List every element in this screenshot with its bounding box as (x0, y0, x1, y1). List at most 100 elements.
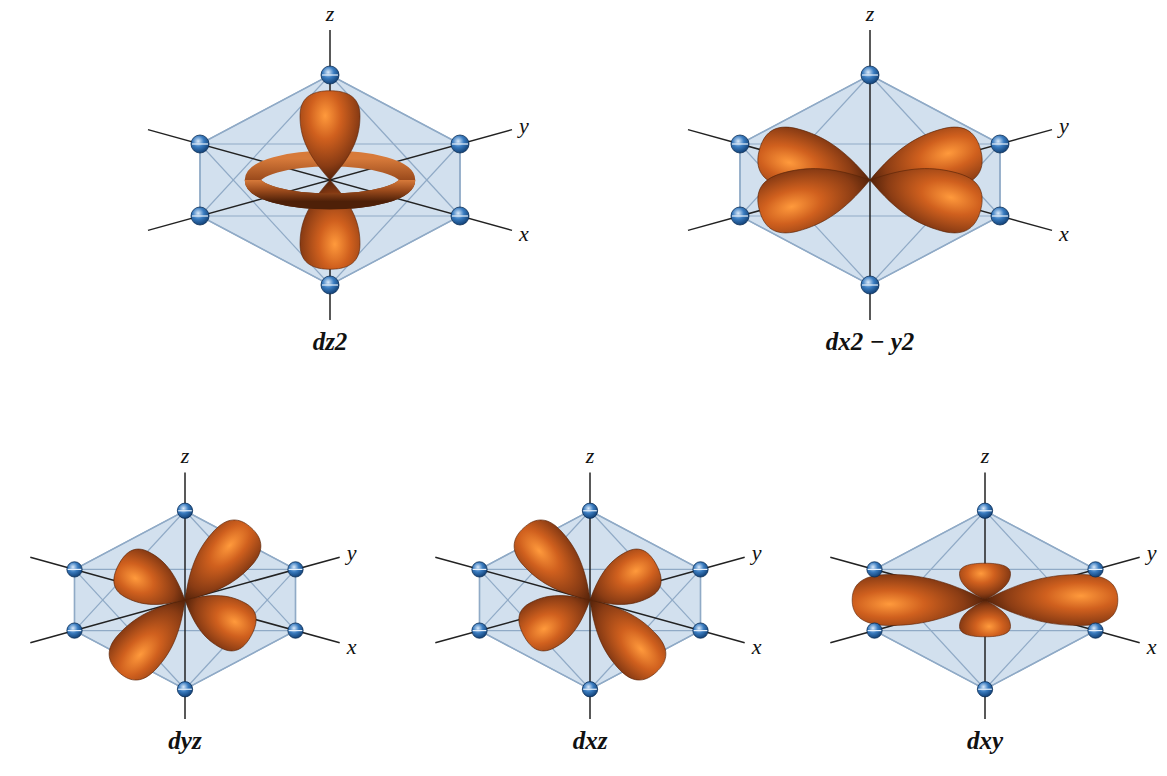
orbital-lobe (960, 600, 1011, 637)
ligand-sphere (67, 562, 82, 577)
axis-label: y (1059, 114, 1069, 138)
ligand-band (694, 569, 708, 570)
orbital-label: dxy (967, 727, 1003, 755)
orbital-label: dxz (573, 727, 608, 755)
axis-label: x (1147, 635, 1157, 659)
ligand-sphere (1088, 562, 1103, 577)
ligand-sphere (451, 135, 469, 153)
ligand-sphere (177, 682, 192, 697)
ligand-band (978, 510, 992, 511)
ligand-band (732, 143, 748, 144)
orbital-panel (688, 30, 1052, 320)
ligand-sphere (177, 503, 192, 518)
ligand-sphere (1088, 623, 1103, 638)
ligand-band (68, 630, 82, 631)
ligand-band (868, 569, 882, 570)
ligand-sphere (693, 623, 708, 638)
ligand-band (322, 74, 338, 75)
ligand-band (992, 143, 1008, 144)
ligand-sphere (731, 135, 749, 153)
ligand-band (1089, 569, 1103, 570)
ligand-sphere (861, 276, 879, 294)
torus-ring (253, 180, 408, 201)
ligand-band (452, 143, 468, 144)
axis-label: x (347, 635, 357, 659)
ligand-sphere (731, 207, 749, 225)
orbital-label: dx2 − y2 (826, 328, 915, 356)
orbital-lobe (578, 542, 668, 622)
ligand-sphere (321, 276, 339, 294)
ligand-band (992, 215, 1008, 216)
axis-label: z (866, 2, 875, 26)
ligand-sphere (991, 135, 1009, 153)
ligand-sphere (288, 623, 303, 638)
ligand-band (1089, 630, 1103, 631)
octahedron-edge (985, 511, 1096, 570)
orbital-panel (830, 473, 1139, 720)
orbital-panel (148, 30, 512, 320)
ligand-band (289, 569, 303, 570)
ligand-sphere (867, 623, 882, 638)
orbital-panel (435, 473, 744, 720)
ligand-band (694, 630, 708, 631)
ligand-band (862, 74, 878, 75)
octahedron-edge (985, 631, 1096, 690)
ligand-band (583, 689, 597, 690)
ligand-sphere (191, 207, 209, 225)
ligand-sphere (977, 503, 992, 518)
ligand-sphere (472, 562, 487, 577)
ligand-band (978, 689, 992, 690)
ligand-band (868, 630, 882, 631)
orbital-lobe (862, 151, 989, 239)
ligand-sphere (472, 623, 487, 638)
axis-label: z (181, 444, 190, 468)
ligand-sphere (288, 562, 303, 577)
ligand-sphere (861, 66, 879, 84)
orbital-label: dz2 (313, 328, 348, 356)
ligand-band (452, 215, 468, 216)
axis-label: y (347, 541, 357, 565)
orbital-panel (30, 473, 339, 720)
axis-label: x (752, 635, 762, 659)
axis-label: z (326, 2, 335, 26)
ligand-sphere (977, 682, 992, 697)
ligand-band (322, 284, 338, 285)
ligand-sphere (582, 682, 597, 697)
ligand-band (289, 630, 303, 631)
ligand-sphere (451, 207, 469, 225)
axis-label: x (1059, 222, 1069, 246)
ligand-band (68, 569, 82, 570)
orbital-label: dyz (168, 727, 201, 755)
ligand-band (583, 510, 597, 511)
ligand-sphere (867, 562, 882, 577)
axis-label: z (981, 444, 990, 468)
ligand-band (192, 215, 208, 216)
axis-label: x (519, 222, 529, 246)
axis-label: y (752, 541, 762, 565)
ligand-band (473, 630, 487, 631)
ligand-sphere (67, 623, 82, 638)
ligand-band (473, 569, 487, 570)
orbital-lobe (107, 542, 197, 622)
octahedron-edge (875, 631, 986, 690)
axis-label: y (1147, 541, 1157, 565)
ligand-band (192, 143, 208, 144)
axis-line (830, 557, 1139, 643)
ligand-sphere (582, 503, 597, 518)
ligand-band (178, 689, 192, 690)
orbital-lobe (751, 151, 878, 239)
octahedron-edge (875, 511, 986, 570)
axis-line (830, 557, 1139, 643)
axis-label: y (519, 114, 529, 138)
axis-label: z (586, 444, 595, 468)
ligand-sphere (191, 135, 209, 153)
ligand-sphere (693, 562, 708, 577)
ligand-sphere (991, 207, 1009, 225)
ligand-sphere (321, 66, 339, 84)
octahedron-face (200, 75, 460, 285)
ligand-band (178, 510, 192, 511)
orbital-lobe (300, 91, 360, 180)
